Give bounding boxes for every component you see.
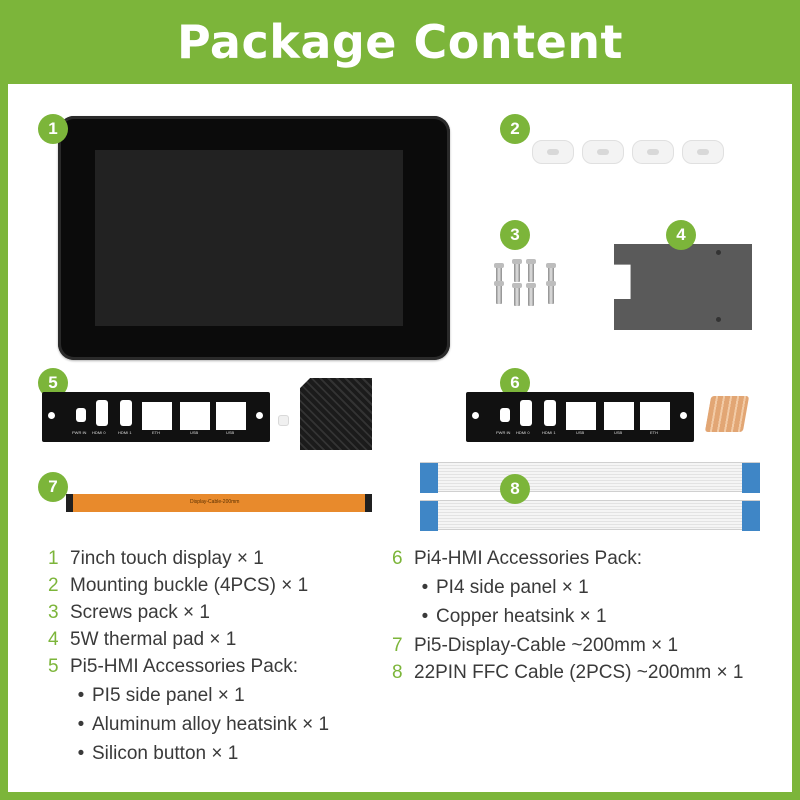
port-label: USB — [614, 430, 623, 435]
port-label: ETH — [152, 430, 160, 435]
badge-4: 4 — [666, 220, 696, 250]
silicon-button-image — [278, 415, 289, 426]
pad-hole — [716, 250, 721, 255]
page-title: Package Content — [176, 15, 624, 69]
aluminum-heatsink-image — [300, 378, 372, 450]
touch-display-image — [58, 116, 450, 360]
port-label: HDMI 1 — [118, 430, 132, 435]
badge-8: 8 — [500, 474, 530, 504]
port-label: PWR IN — [496, 430, 511, 435]
mounting-buckle-image — [532, 140, 574, 164]
badge-1: 1 — [38, 114, 68, 144]
badge-2: 2 — [500, 114, 530, 144]
port-label: USB — [576, 430, 585, 435]
copper-heatsink-image — [704, 396, 750, 432]
ffc-cable-image — [420, 500, 760, 531]
display-screen — [95, 150, 403, 326]
list-subitem: •Aluminum alloy heatsink × 1 — [77, 714, 330, 735]
port-label: HDMI 0 — [516, 430, 530, 435]
badge-7: 7 — [38, 472, 68, 502]
list-subitem: •Silicon button × 1 — [77, 743, 239, 764]
port-label: PWR IN — [72, 430, 87, 435]
content-panel: 1 2 3 4 5 PWR IN HDMI 0 HDMI 1 ETH USB U… — [8, 84, 792, 792]
pad-hole — [716, 317, 721, 322]
cable-label: Display-Cable-200mm — [190, 499, 240, 505]
port-label: HDMI 0 — [92, 430, 106, 435]
mounting-buckle-image — [582, 140, 624, 164]
pi4-side-panel-image: PWR IN HDMI 0 HDMI 1 USB USB ETH — [466, 392, 694, 442]
list-subitem: •PI4 side panel × 1 — [421, 577, 589, 598]
pi5-side-panel-image: PWR IN HDMI 0 HDMI 1 ETH USB USB — [42, 392, 270, 442]
mounting-buckle-image — [632, 140, 674, 164]
mounting-buckle-image — [682, 140, 724, 164]
list-subitem: •Copper heatsink × 1 — [421, 606, 607, 627]
badge-3: 3 — [500, 220, 530, 250]
port-label: USB — [226, 430, 235, 435]
display-cable-image: Display-Cable-200mm — [66, 494, 372, 512]
port-label: ETH — [650, 430, 658, 435]
list-subitem: •PI5 side panel × 1 — [77, 685, 245, 706]
header-bar: Package Content — [0, 0, 800, 84]
thermal-pad-image — [614, 244, 752, 330]
ffc-cable-image — [420, 462, 760, 493]
port-label: USB — [190, 430, 199, 435]
port-label: HDMI 1 — [542, 430, 556, 435]
